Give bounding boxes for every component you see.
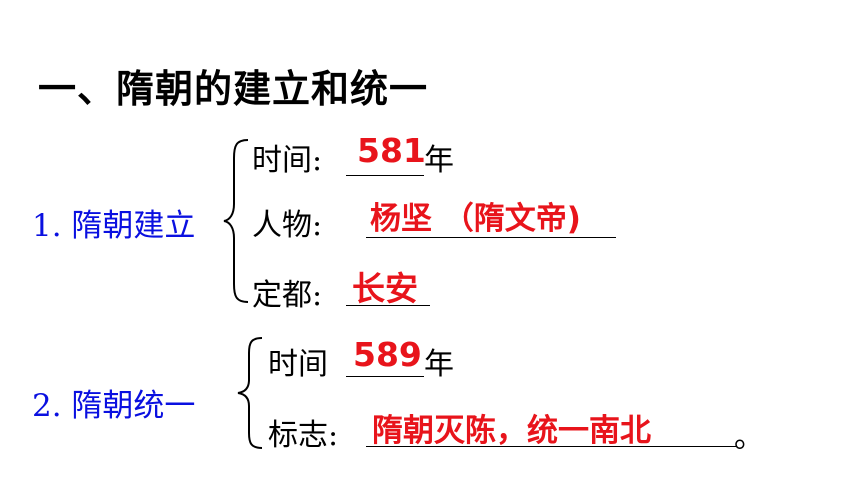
page-title: 一、隋朝的建立和统一 bbox=[38, 67, 429, 111]
left-brace-icon bbox=[223, 139, 249, 303]
label-capital: 定都: bbox=[252, 278, 323, 313]
label-time-1: 时间: bbox=[252, 143, 323, 178]
label-time-2: 时间 bbox=[268, 347, 328, 382]
answer-time-1: 581 bbox=[357, 131, 426, 170]
section-heading-establishment: 1. 隋朝建立 bbox=[32, 208, 196, 244]
suffix-year-2: 年 bbox=[424, 347, 454, 382]
blank-line-capital bbox=[346, 305, 430, 306]
blank-line-time-2 bbox=[346, 376, 424, 377]
left-brace-icon bbox=[237, 337, 263, 449]
answer-person: 杨坚 （隋文帝) bbox=[370, 201, 581, 237]
suffix-year-1: 年 bbox=[424, 143, 454, 178]
section-heading-unification: 2. 隋朝统一 bbox=[32, 388, 196, 424]
answer-capital: 长安 bbox=[352, 269, 418, 308]
blank-line-time-1 bbox=[346, 175, 424, 176]
label-person: 人物: bbox=[252, 208, 323, 243]
label-sign: 标志: bbox=[268, 418, 339, 453]
blank-line-sign bbox=[366, 446, 736, 447]
suffix-period: 。 bbox=[734, 420, 764, 455]
blank-line-person bbox=[366, 237, 616, 238]
answer-time-2: 589 bbox=[353, 335, 422, 374]
answer-sign: 隋朝灭陈，统一南北 bbox=[372, 413, 651, 449]
